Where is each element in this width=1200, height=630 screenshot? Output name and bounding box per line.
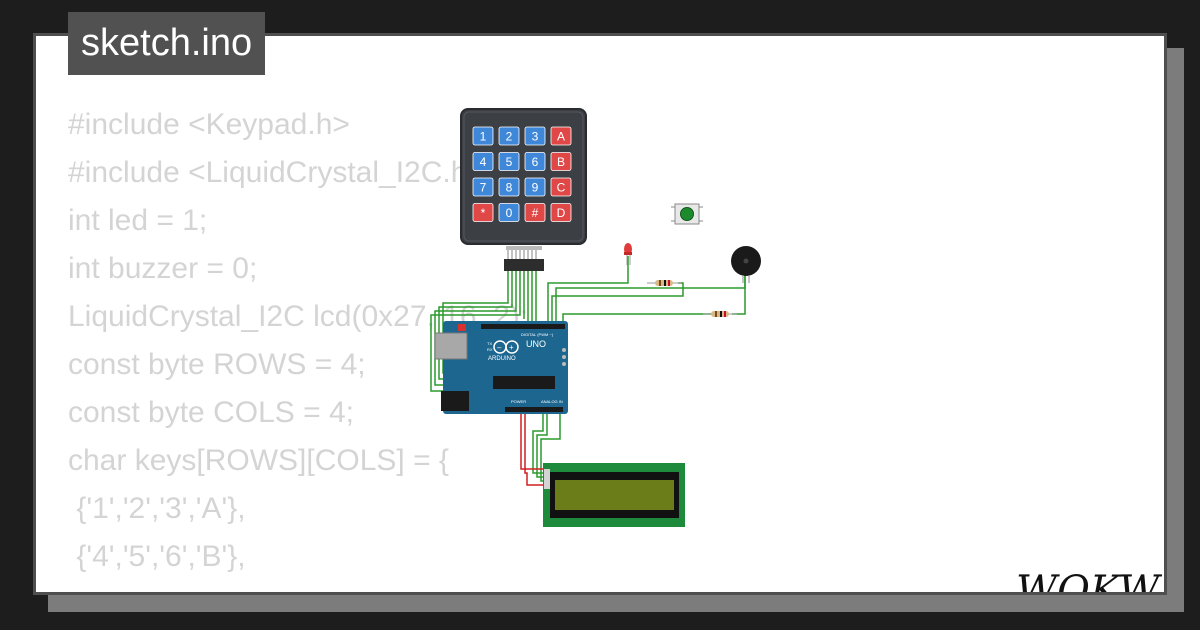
code-line: #include <Keypad.h> xyxy=(68,108,350,141)
wokwi-logo: WOKWI xyxy=(1016,568,1167,595)
code-line: const byte ROWS = 4; xyxy=(68,348,366,381)
keypad-key-label: 5 xyxy=(506,155,513,169)
keypad-key[interactable]: 2 xyxy=(498,126,520,146)
keypad-key-label: 8 xyxy=(506,181,513,195)
keypad-key[interactable]: * xyxy=(472,203,494,222)
keypad-key-label: D xyxy=(557,206,566,220)
keypad-key[interactable]: D xyxy=(550,203,572,222)
code-line: LiquidCrystal_I2C lcd(0x27, 16, 2); xyxy=(68,300,529,333)
arduino-model: UNO xyxy=(526,339,546,349)
keypad-key[interactable]: # xyxy=(524,203,546,222)
keypad-key-label: 1 xyxy=(480,130,487,144)
arduino-uno[interactable]: – + ARDUINO UNO DIGITAL (PWM ~) ANALOG I… xyxy=(434,321,568,414)
keypad-key-label: 3 xyxy=(532,130,539,144)
keypad-key[interactable]: 1 xyxy=(472,126,494,146)
arduino-analog-label: ANALOG IN xyxy=(541,399,563,404)
keypad-key-label: A xyxy=(557,130,565,144)
keypad-key[interactable]: 3 xyxy=(524,126,546,146)
keypad-key[interactable]: C xyxy=(550,177,572,197)
keypad-key-label: B xyxy=(557,155,565,169)
code-line: char keys[ROWS][COLS] = { xyxy=(68,444,449,477)
keypad-key[interactable]: A xyxy=(550,126,572,146)
code-line: {'7','8','9','C'}, xyxy=(68,581,528,592)
resistor[interactable] xyxy=(647,280,681,286)
code-line: {'1','2','3','A'}, xyxy=(68,492,246,525)
code-line: const byte COLS = 4; xyxy=(68,396,354,429)
resistor[interactable] xyxy=(703,311,737,317)
arduino-rx-label: RX xyxy=(487,347,493,352)
code-line: #include <LiquidCrystal_I2C.h> xyxy=(68,156,485,189)
keypad[interactable]: 1 2 3 A 4 5 6 B 7 8 9 C * 0 # D xyxy=(460,108,587,271)
keypad-key[interactable]: 4 xyxy=(472,152,494,171)
svg-text:+: + xyxy=(509,343,514,352)
code-line: {'4','5','6','B'}, xyxy=(68,540,246,573)
keypad-key[interactable]: 6 xyxy=(524,152,546,171)
push-button[interactable] xyxy=(671,203,703,225)
preview-card: #include <Keypad.h> #include <LiquidCryst… xyxy=(33,33,1167,595)
keypad-key-label: 2 xyxy=(506,130,513,144)
buzzer[interactable] xyxy=(731,246,761,283)
keypad-key[interactable]: 0 xyxy=(498,203,520,222)
arduino-digital-label: DIGITAL (PWM ~) xyxy=(521,332,554,337)
red-led[interactable] xyxy=(624,243,632,265)
keypad-key-label: * xyxy=(481,206,486,220)
keypad-key-label: C xyxy=(557,181,566,195)
keypad-key[interactable]: B xyxy=(550,152,572,171)
keypad-key[interactable]: 7 xyxy=(472,177,494,197)
red-wires xyxy=(520,413,548,486)
wokwi-logo-text: WOKWI xyxy=(1016,568,1167,595)
keypad-key[interactable]: 5 xyxy=(498,152,520,171)
keypad-key-label: 9 xyxy=(532,181,539,195)
keypad-key-label: # xyxy=(532,206,539,220)
keypad-key-label: 6 xyxy=(532,155,539,169)
code-background: #include <Keypad.h> #include <LiquidCryst… xyxy=(68,101,529,592)
svg-text:–: – xyxy=(497,343,502,352)
keypad-key[interactable]: 8 xyxy=(498,177,520,197)
file-title-tab: sketch.ino xyxy=(68,12,266,75)
keypad-key-label: 0 xyxy=(506,206,513,220)
arduino-brand: ARDUINO xyxy=(488,356,516,362)
circuit-diagram: 1 2 3 A 4 5 6 B 7 8 9 C * 0 # D xyxy=(430,108,761,527)
keypad-key-label: 7 xyxy=(480,181,487,195)
code-line: int buzzer = 0; xyxy=(68,252,258,285)
keypad-key[interactable]: 9 xyxy=(524,177,546,197)
lcd-display[interactable] xyxy=(543,463,685,527)
code-line: int led = 1; xyxy=(68,204,208,237)
keypad-key-label: 4 xyxy=(480,155,487,169)
arduino-tx-label: TX xyxy=(487,341,492,346)
arduino-power-label: POWER xyxy=(511,399,526,404)
